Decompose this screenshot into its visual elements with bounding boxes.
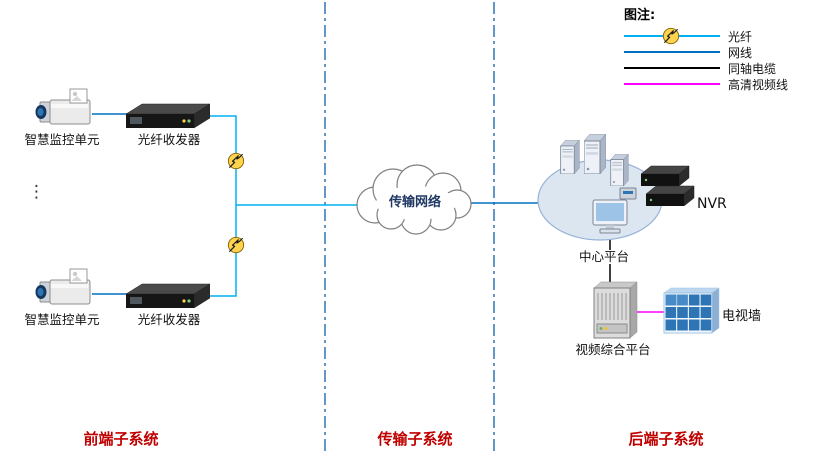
video-platform-icon xyxy=(593,281,638,339)
nvr-icon xyxy=(640,165,695,207)
legend-row-coax: 同轴电缆 xyxy=(624,60,814,76)
fiber-node-top-icon xyxy=(227,152,245,170)
smart-camera-top-icon xyxy=(35,88,91,125)
center-platform-label: 中心平台 xyxy=(576,249,632,265)
legend-title: 图注: xyxy=(624,8,656,23)
hd-video-line-sample xyxy=(624,83,720,85)
section-label-backend: 后端子系统 xyxy=(628,430,704,448)
legend-row-fiber: 光纤 xyxy=(624,28,814,44)
fiber-bottom-line xyxy=(206,205,237,297)
nvr-label: NVR xyxy=(697,196,727,212)
fiber-node-bottom-icon xyxy=(227,236,245,254)
fiber-line-sample xyxy=(624,35,720,37)
smart-camera-bottom-icon xyxy=(35,268,91,305)
small-device-icon xyxy=(619,187,637,200)
legend-row-network: 网线 xyxy=(624,44,814,60)
camera-top-label: 智慧监控单元 xyxy=(24,132,100,147)
fiber-transceiver-top-icon xyxy=(126,103,210,129)
legend-label-coax: 同轴电缆 xyxy=(728,61,777,76)
legend-row-hd-video: 高清视频线 xyxy=(624,76,814,92)
legend: 图注: 光纤 网线 同轴电缆 高清视频线 xyxy=(624,4,814,92)
transmission-cloud-shape xyxy=(356,164,472,235)
tv-wall-icon xyxy=(663,287,720,334)
coax-line-sample xyxy=(624,67,720,69)
legend-label-hd-video: 高清视频线 xyxy=(728,77,789,92)
tv-wall-label: 电视墙 xyxy=(722,309,762,324)
desktop-computer-icon xyxy=(592,199,628,234)
network-line-sample xyxy=(624,51,720,53)
more-units-ellipsis: ⋮ xyxy=(28,182,45,202)
legend-label-network: 网线 xyxy=(728,45,753,60)
transceiver-top-label: 光纤收发器 xyxy=(137,132,201,147)
video-platform-label: 视频综合平台 xyxy=(575,342,651,357)
transmission-network-label: 传输网络 xyxy=(388,195,442,210)
section-label-front: 前端子系统 xyxy=(83,430,159,448)
transceiver-bottom-label: 光纤收发器 xyxy=(137,312,201,327)
section-label-transmission: 传输子系统 xyxy=(377,430,453,448)
fiber-transceiver-bottom-icon xyxy=(126,283,210,309)
fiber-top-line xyxy=(206,115,237,205)
legend-label-fiber: 光纤 xyxy=(728,29,753,44)
lightning-circle-icon xyxy=(662,27,680,45)
camera-bottom-label: 智慧监控单元 xyxy=(24,312,100,327)
